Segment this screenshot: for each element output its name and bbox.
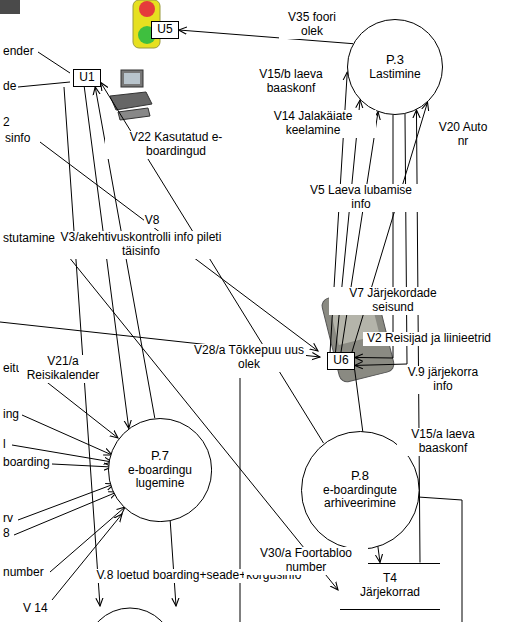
flow-arrow — [352, 102, 428, 352]
flow-arrow — [355, 115, 393, 358]
node-name: Järjekorrad — [360, 586, 420, 600]
node-id: T4 — [383, 572, 397, 586]
flow-line — [52, 514, 122, 600]
flow-label: V.9 järjekorra info — [397, 366, 489, 394]
flow-label: ender — [2, 45, 35, 59]
flow-line — [18, 82, 70, 87]
flow-label: V15/a laeva baaskonf — [397, 428, 489, 456]
flow-label: 8 — [2, 527, 11, 541]
flow-label: rv — [2, 512, 14, 526]
flow-label: ing — [2, 408, 20, 422]
flow-line — [18, 484, 114, 520]
external-entity-box: U6 — [327, 352, 354, 370]
node-id: U6 — [333, 354, 348, 368]
node-name: e-boardingu lugemine — [118, 464, 202, 492]
process-circle: P.7e-boardingu lugemine — [108, 418, 212, 522]
flow-label: number — [2, 566, 45, 580]
flow-line — [52, 464, 112, 467]
device-icon — [0, 0, 20, 14]
flow-label: l — [2, 438, 7, 452]
circle-outline — [108, 418, 211, 521]
flow-arrow — [341, 112, 378, 352]
flow-label: V3/akehtivuskontrolli info pileti täisin… — [59, 231, 223, 259]
red-light — [139, 1, 155, 17]
node-id: U1 — [79, 71, 94, 85]
flow-label: V20 Auto nr — [437, 121, 489, 149]
node-name: Lastimine — [369, 68, 420, 82]
monitor — [121, 70, 143, 87]
flow-label: sinfo — [4, 132, 31, 146]
flow-label: V22 Kasutatud e-boardingud — [105, 131, 247, 159]
flow-label: 2 — [2, 116, 11, 130]
node-id: P.7 — [151, 449, 169, 464]
flow-label: V28/a Tõkkepuu uus olek — [192, 344, 306, 372]
flow-label: V14 Jalakäiate keelamine — [250, 110, 376, 138]
flow-label: V21/a Reisikalender — [19, 355, 107, 383]
flow-arrow — [355, 114, 407, 365]
flow-label: V 14 — [22, 602, 49, 616]
flow-line — [38, 52, 70, 73]
flow-label: boarding — [2, 456, 51, 470]
flow-line — [14, 492, 117, 535]
node-id: U5 — [157, 23, 172, 37]
process-circle — [86, 608, 174, 622]
flow-label: V7 Järjekordade seisund — [329, 287, 457, 315]
flow-label: V2 Reisijad ja liinieetrid — [363, 332, 495, 346]
node-id: P.8 — [351, 469, 369, 484]
computer-icon — [110, 70, 152, 120]
external-entity-box: U5 — [151, 21, 178, 39]
node-name: e-boardingute arhiveerimine — [310, 484, 410, 512]
flow-label: V35 foori olek — [279, 11, 345, 39]
process-circle: P.3Lastimine — [347, 19, 443, 115]
flow-line — [240, 378, 241, 622]
flow-line — [40, 142, 318, 351]
screen — [124, 73, 140, 84]
flow-line — [50, 507, 125, 572]
flow-label: V8 — [144, 214, 161, 228]
flow-label: de — [2, 80, 17, 94]
flow-line — [170, 518, 176, 606]
node-id: P.3 — [386, 53, 404, 68]
flow-label: V15/b laeva baaskonf — [244, 68, 338, 96]
flow-label: stutamine — [2, 232, 56, 246]
external-entity-box: U1 — [73, 69, 100, 87]
flow-label: V5 Laeva lubamise info — [301, 184, 421, 212]
circle-outline — [348, 20, 443, 115]
flow-label: V30/a Foortabloo number — [244, 547, 368, 575]
